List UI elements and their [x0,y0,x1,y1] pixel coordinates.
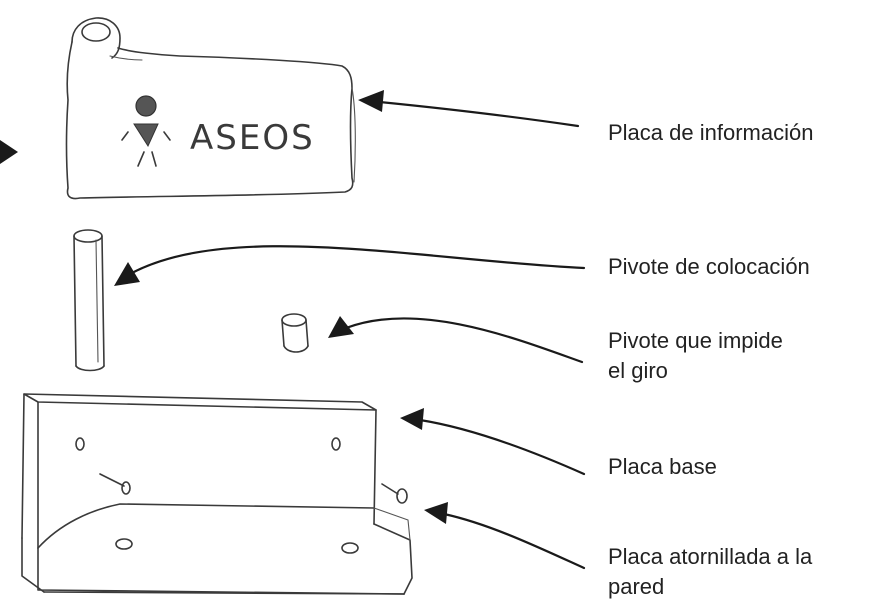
label-line: Placa base [608,454,717,479]
label-pivote-colocacion: Pivote de colocación [608,252,810,282]
label-line: Pivote que impide [608,328,783,353]
callout-arrow-placa-base [400,408,586,476]
plaque-text: ASEOS [190,118,315,158]
base-plate [21,393,413,595]
label-line: el giro [608,358,668,383]
label-placa-atornillada: Placa atornillada a la pared [608,542,812,602]
short-pivot-pin [281,313,309,353]
label-placa-base: Placa base [608,452,717,482]
label-line: pared [608,574,665,599]
callout-arrow-pivote-giro [328,316,584,364]
restroom-pictogram-icon [121,95,171,167]
label-line: Pivote de colocación [608,254,810,279]
label-line: Placa de información [608,120,814,145]
label-pivote-giro: Pivote que impide el giro [608,326,783,386]
left-edge-arrow [0,140,18,164]
callout-arrow-placa-atornillada [424,502,586,570]
callout-arrow-placa-informacion [358,90,580,128]
label-line: Placa atornillada a la [608,544,813,569]
callout-arrow-pivote-colocacion [114,245,586,286]
information-plaque [65,17,356,200]
long-pivot-pin [73,229,105,372]
label-placa-informacion: Placa de información [608,118,813,148]
